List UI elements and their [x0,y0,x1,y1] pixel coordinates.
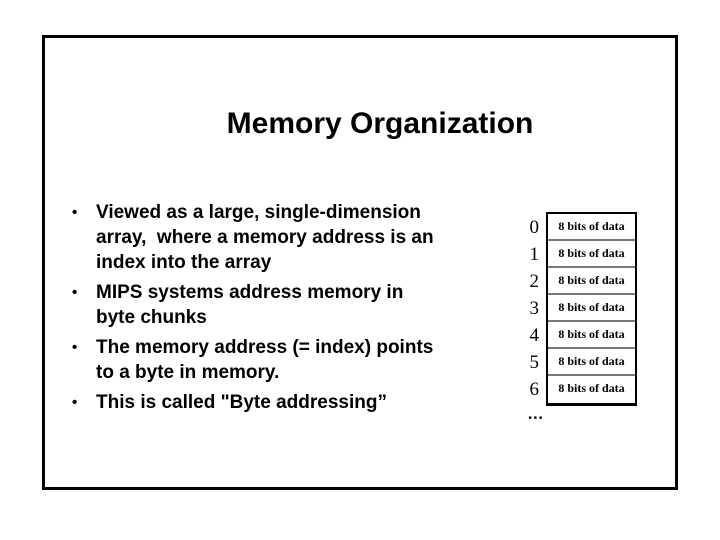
bullet-line: Viewed as a large, single-dimension [96,202,421,223]
memory-cell: 8 bits of data [548,268,635,295]
memory-table: 8 bits of data 8 bits of data 8 bits of … [546,212,637,406]
bullet-line: to a byte in memory. [96,362,280,383]
bullet-dot-icon: • [72,394,78,411]
memory-cell: 8 bits of data [548,295,635,322]
bullet-line: This is called "Byte addressing” [96,392,387,413]
bullet-item: • The memory address (= index) points to… [70,335,480,385]
bullet-text: Viewed as a large, single-dimension arra… [96,200,480,275]
memory-cell: 8 bits of data [548,241,635,268]
bullet-list: • Viewed as a large, single-dimension ar… [70,200,480,420]
bullet-dot-icon: • [72,339,78,356]
memory-cell: 8 bits of data [548,349,635,376]
address-label: 1 [529,244,540,265]
bullet-item: • This is called "Byte addressing” [70,390,480,415]
address-label: 5 [529,352,540,373]
slide-title: Memory Organization [226,107,534,140]
bullet-dot-icon: • [72,284,78,301]
bullet-line: byte chunks [96,307,207,328]
address-label: 3 [529,298,540,319]
memory-cell: 8 bits of data [548,322,635,349]
bullet-item: • MIPS systems address memory in byte ch… [70,280,480,330]
memory-cell: 8 bits of data [548,214,635,241]
bullet-text: MIPS systems address memory in byte chun… [96,280,480,330]
address-label: 6 [529,379,540,400]
address-column: 0 1 2 3 4 5 6 [520,212,546,403]
bullet-line: The memory address (= index) points [96,337,434,358]
address-label: 2 [529,271,540,292]
memory-array-diagram: 0 1 2 3 4 5 6 8 bits of data 8 bits of d… [520,212,637,406]
address-label: 4 [529,325,540,346]
bullet-line: MIPS systems address memory in [96,282,404,303]
bullet-text: The memory address (= index) points to a… [96,335,480,385]
bullet-dot-icon: • [72,204,78,221]
bullet-line: array, where a memory address is an [96,227,434,248]
bullet-text: This is called "Byte addressing” [96,390,480,415]
address-label: 0 [529,217,540,238]
bullet-line: index into the array [96,252,272,273]
memory-cell: 8 bits of data [558,381,625,395]
bullet-item: • Viewed as a large, single-dimension ar… [70,200,480,275]
memory-ellipsis: ... [528,404,544,423]
